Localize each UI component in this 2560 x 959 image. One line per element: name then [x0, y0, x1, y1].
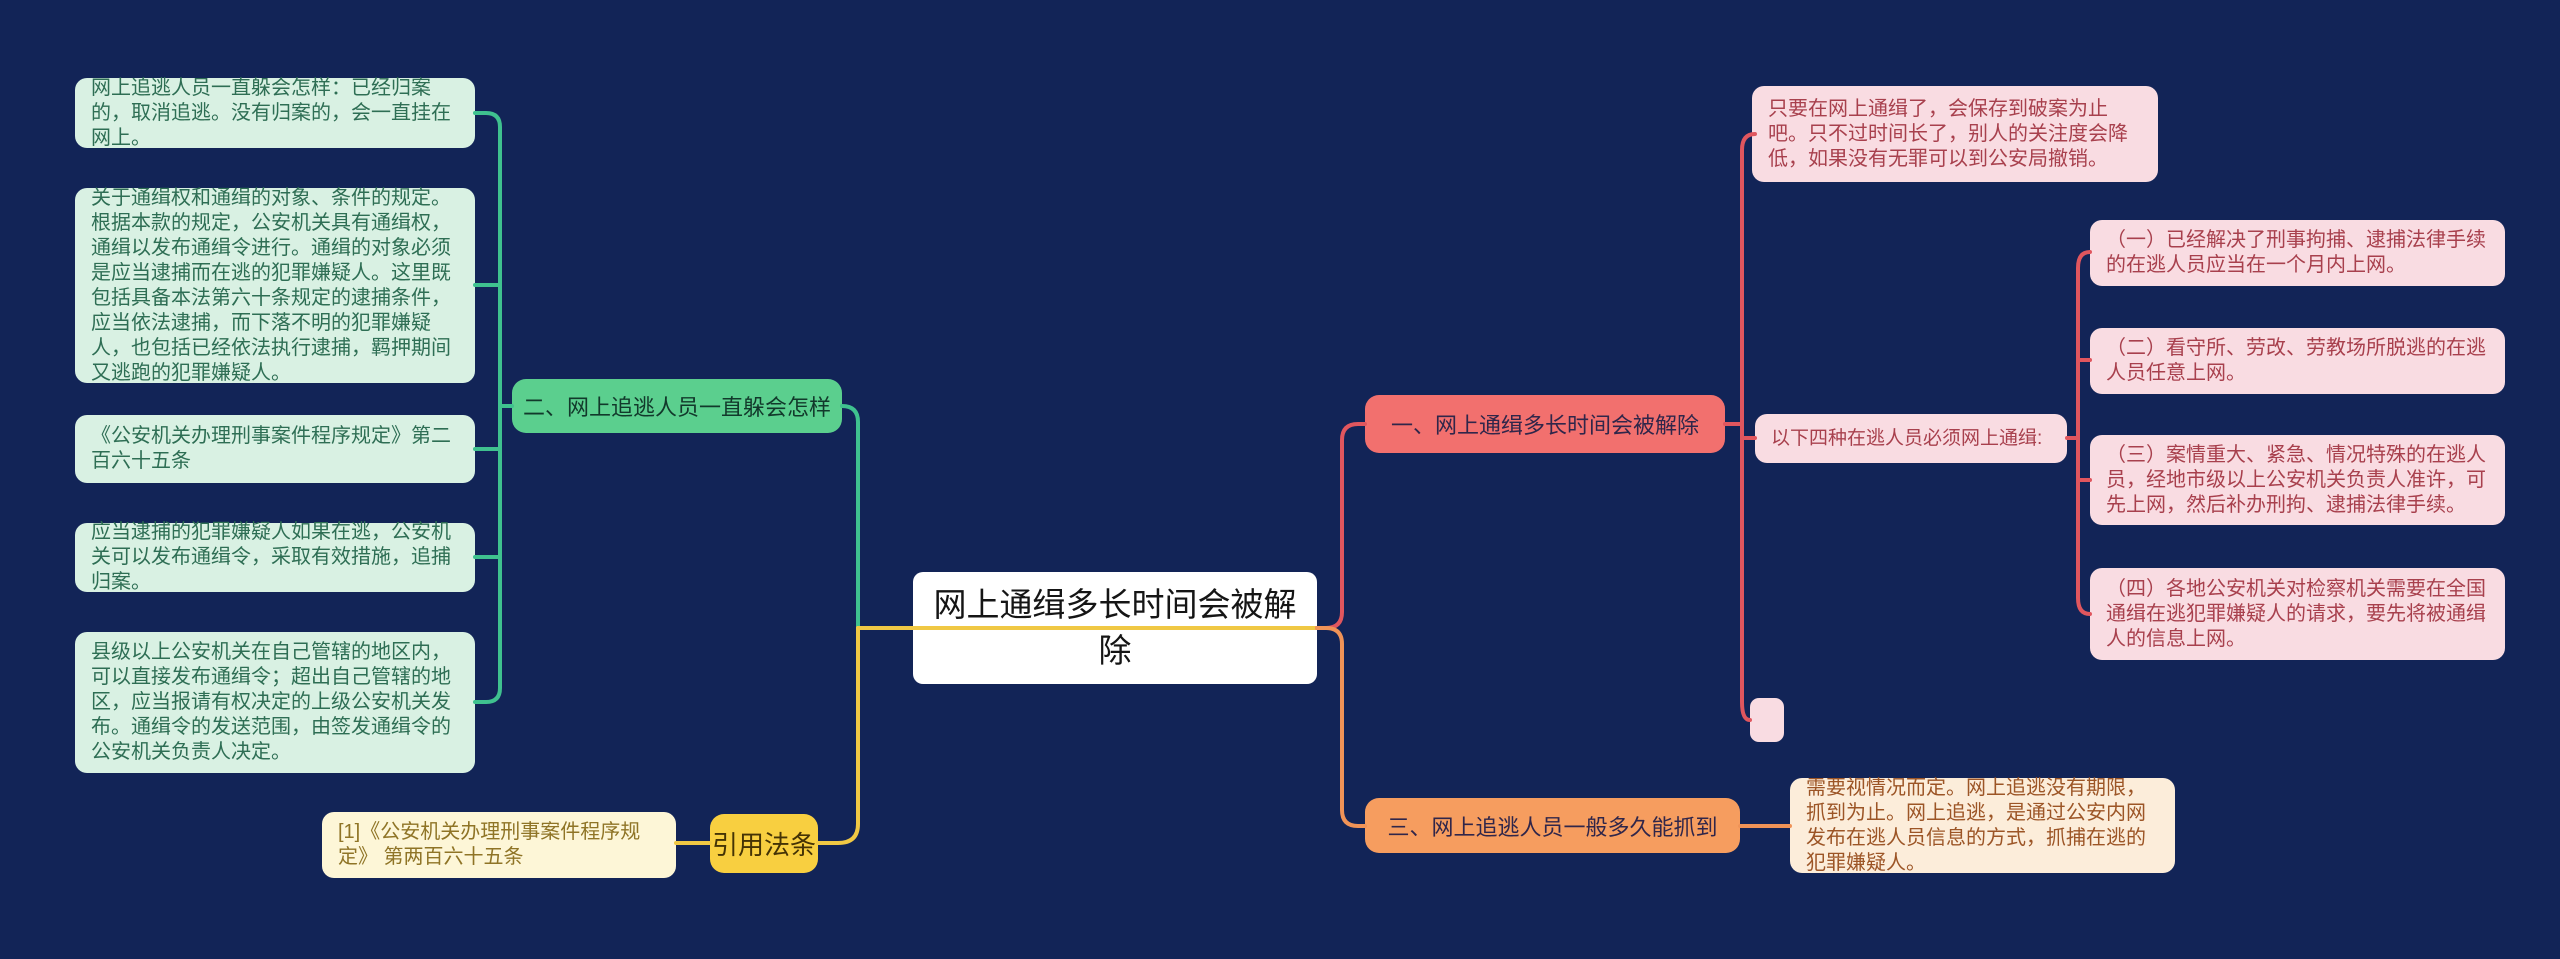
topic-node-label: 三、网上追逃人员一般多久能抓到 [1387, 814, 1718, 840]
wanted-type-item-4[interactable]: （四）各地公安机关对检察机关需要在全国通缉在逃犯罪嫌疑人的请求，要先将被通缉人的… [2090, 568, 2505, 660]
orange-connectors [1315, 626, 1792, 828]
topic-node-label: 一、网上通缉多长时间会被解除 [1390, 413, 1699, 438]
left-note-issue-warrant[interactable]: 应当逮捕的犯罪嫌疑人如果在逃，公安机关可以发布通缉令，采取有效措施，追捕归案。 [75, 521, 475, 593]
note-text: （三）案情重大、紧急、情况特殊的在逃人员，经地市级以上公安机关负责人准许，可先上… [2106, 443, 2486, 516]
note-four-types-header[interactable]: 以下四种在逃人员必须网上通缉: [1755, 414, 2067, 463]
note-text: 以下四种在逃人员必须网上通缉: [1771, 428, 2043, 449]
left-note-text: 应当逮捕的犯罪嫌疑人如果在逃，公安机关可以发布通缉令，采取有效措施，追捕归案。 [91, 521, 451, 593]
note-text: （一）已经解决了刑事拘捕、逮捕法律手续的在逃人员应当在一个月内上网。 [2106, 229, 2486, 276]
wanted-type-item-1[interactable]: （一）已经解决了刑事拘捕、逮捕法律手续的在逃人员应当在一个月内上网。 [2090, 220, 2505, 286]
left-note-county-level[interactable]: 县级以上公安机关在自己管辖的地区内，可以直接发布通缉令；超出自己管辖的地区，应当… [75, 632, 475, 773]
citation-note-text: [1]《公安机关办理刑事案件程序规定》 第两百六十五条 [338, 821, 641, 868]
root-node-label: 网上通缉多长时间会被解除 [933, 586, 1297, 669]
left-note-text: 网上追逃人员一直躲会怎样：已经归案的，取消追逃。没有归案的，会一直挂在网上。 [91, 76, 451, 149]
topic-node-left[interactable]: 二、网上追逃人员一直躲会怎样 [512, 379, 842, 433]
left-note-wanted-rules[interactable]: 关于通缉权和通缉的对象、条件的规定。根据本款的规定，公安机关具有通缉权，通缉以发… [75, 186, 475, 384]
left-note-regulation-article[interactable]: 《公安机关办理刑事案件程序规定》第二百六十五条 [75, 415, 475, 483]
note-text: 只要在网上通缉了，会保存到破案为止吧。只不过时间长了，别人的关注度会降低，如果没… [1768, 97, 2128, 170]
left-note-text: 关于通缉权和通缉的对象、条件的规定。根据本款的规定，公安机关具有通缉权，通缉以发… [91, 186, 451, 384]
left-note-hiding-result[interactable]: 网上追逃人员一直躲会怎样：已经归案的，取消追逃。没有归案的，会一直挂在网上。 [75, 76, 475, 149]
citation-node-label: 引用法条 [711, 830, 816, 860]
note-text: 需要视情况而定。网上追逃没有期限，抓到为止。网上追逃，是通过公安内网发布在逃人员… [1806, 776, 2146, 874]
citation-node[interactable]: 引用法条 [710, 814, 818, 873]
left-note-text: 县级以上公安机关在自己管辖的地区内，可以直接发布通缉令；超出自己管辖的地区，应当… [91, 641, 451, 763]
wanted-type-item-2[interactable]: （二）看守所、劳改、劳教场所脱逃的在逃人员任意上网。 [2090, 328, 2505, 394]
note-catch-duration[interactable]: 需要视情况而定。网上追逃没有期限，抓到为止。网上追逃，是通过公安内网发布在逃人员… [1790, 776, 2175, 874]
wanted-type-item-3[interactable]: （三）案情重大、紧急、情况特殊的在逃人员，经地市级以上公安机关负责人准许，可先上… [2090, 435, 2505, 525]
topic-node-right-bottom[interactable]: 三、网上追逃人员一般多久能抓到 [1365, 798, 1740, 853]
topic-node-right-top[interactable]: 一、网上通缉多长时间会被解除 [1365, 395, 1725, 453]
topic-node-label: 二、网上追逃人员一直躲会怎样 [522, 395, 831, 420]
note-text: （二）看守所、劳改、劳教场所脱逃的在逃人员任意上网。 [2106, 337, 2486, 384]
root-node[interactable]: 网上通缉多长时间会被解除 [913, 572, 1317, 684]
note-saved-until-solved[interactable]: 只要在网上通缉了，会保存到破案为止吧。只不过时间长了，别人的关注度会降低，如果没… [1752, 86, 2158, 182]
note-text: （四）各地公安机关对检察机关需要在全国通缉在逃犯罪嫌疑人的请求，要先将被通缉人的… [2106, 577, 2486, 650]
citation-note[interactable]: [1]《公安机关办理刑事案件程序规定》 第两百六十五条 [322, 812, 676, 878]
left-note-text: 《公安机关办理刑事案件程序规定》第二百六十五条 [91, 425, 451, 472]
empty-note-node[interactable] [1750, 698, 1784, 742]
